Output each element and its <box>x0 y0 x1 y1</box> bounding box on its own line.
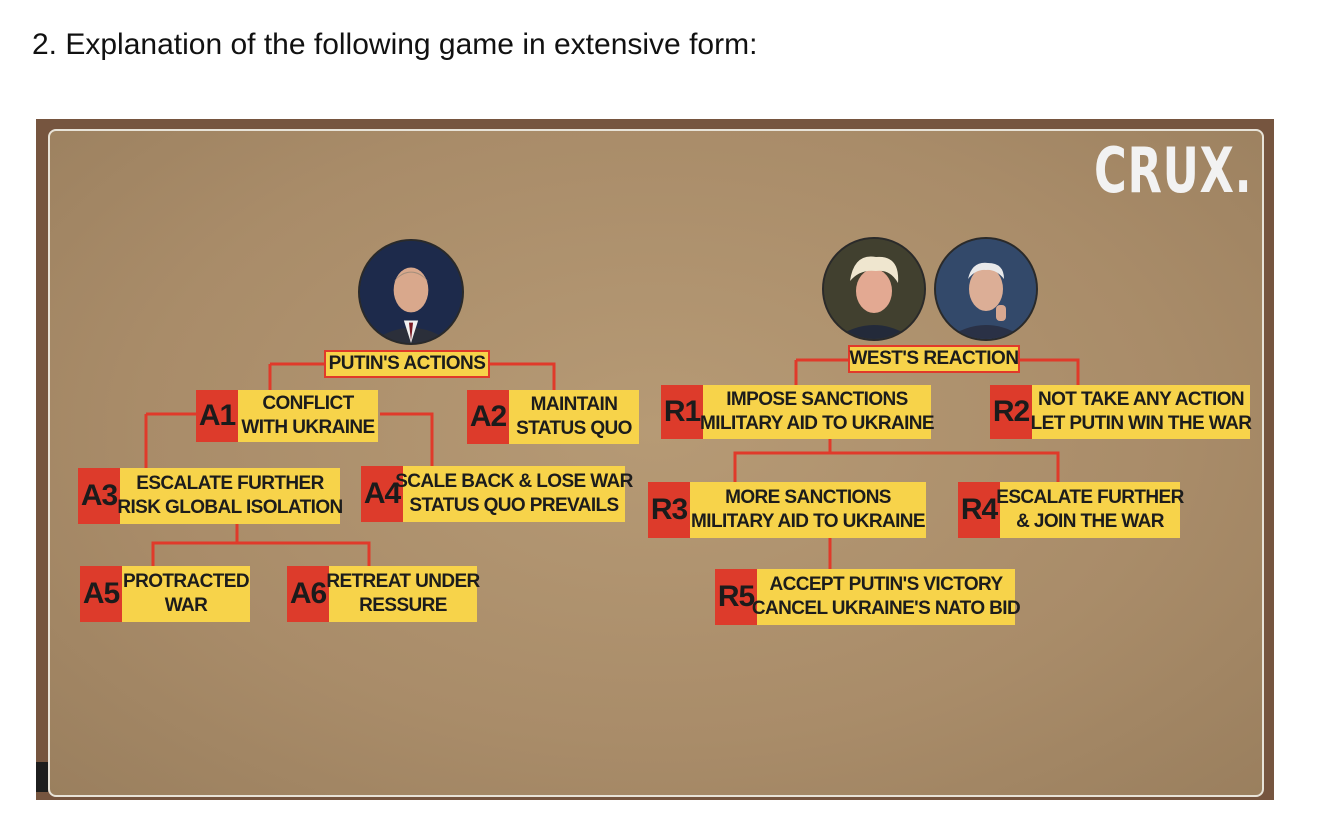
node-label: NOT TAKE ANY ACTION LET PUTIN WIN THE WA… <box>1030 385 1252 439</box>
putin-photo <box>358 239 464 345</box>
node-label-line2: STATUS QUO PREVAILS <box>409 495 619 516</box>
connector-a1-split <box>144 412 434 470</box>
node-a5: A5 PROTRACTED WAR <box>80 566 250 622</box>
node-label-line1: MAINTAIN <box>530 394 618 415</box>
node-tag: A4 <box>361 466 403 522</box>
node-tag: A1 <box>196 390 238 442</box>
node-label-line2: RISK GLOBAL ISOLATION <box>117 497 343 518</box>
node-tag: A3 <box>78 468 120 524</box>
node-tag: A6 <box>287 566 329 622</box>
node-label-line1: ESCALATE FURTHER <box>996 487 1184 508</box>
boris-johnson-photo <box>822 237 926 341</box>
node-label-line1: NOT TAKE ANY ACTION <box>1037 389 1245 410</box>
connector-r1-split <box>733 438 1060 482</box>
page-heading: 2. Explanation of the following game in … <box>32 28 758 61</box>
node-label-line2: WAR <box>164 595 208 616</box>
node-label-line2: RESSURE <box>359 595 447 616</box>
node-label-line1: CONFLICT <box>262 393 354 414</box>
node-label-line2: WITH UKRAINE <box>241 417 375 438</box>
node-label-line2: CANCEL UKRAINE'S NATO BID <box>751 598 1021 619</box>
node-label-line1: RETREAT UNDER <box>326 571 480 592</box>
node-label-line1: SCALE BACK & LOSE WAR <box>395 471 633 492</box>
connector-a3-split <box>151 522 371 568</box>
node-label-line2: LET PUTIN WIN THE WAR <box>1030 413 1252 434</box>
node-tag: R1 <box>661 385 703 439</box>
putin-actions-title: PUTIN'S ACTIONS <box>324 350 490 378</box>
crux-logo: CRUX. <box>1094 134 1253 207</box>
node-tag: A5 <box>80 566 122 622</box>
node-tag: A2 <box>467 390 509 444</box>
node-label: ESCALATE FURTHER & JOIN THE WAR <box>996 482 1184 538</box>
node-label-line2: STATUS QUO <box>516 418 632 439</box>
node-label-line1: IMPOSE SANCTIONS <box>726 389 908 410</box>
node-label-line1: MORE SANCTIONS <box>725 487 891 508</box>
node-tag: R5 <box>715 569 757 625</box>
node-a3: A3 ESCALATE FURTHER RISK GLOBAL ISOLATIO… <box>78 468 343 524</box>
node-a4: A4 SCALE BACK & LOSE WAR STATUS QUO PREV… <box>361 466 633 522</box>
node-label: CONFLICT WITH UKRAINE <box>238 390 378 442</box>
node-a1: A1 CONFLICT WITH UKRAINE <box>196 390 378 442</box>
node-tag: R4 <box>958 482 1000 538</box>
node-r3: R3 MORE SANCTIONS MILITARY AID TO UKRAIN… <box>648 482 926 538</box>
node-label: ESCALATE FURTHER RISK GLOBAL ISOLATION <box>117 468 343 524</box>
node-label-line1: ESCALATE FURTHER <box>136 473 324 494</box>
node-label-line1: PROTRACTED <box>123 571 250 592</box>
node-label: MAINTAIN STATUS QUO <box>509 390 639 444</box>
cardboard-panel <box>48 129 1264 797</box>
putin-portrait-icon <box>360 241 462 343</box>
west-reaction-title: WEST'S REACTION <box>848 345 1020 373</box>
node-r2: R2 NOT TAKE ANY ACTION LET PUTIN WIN THE… <box>990 385 1252 439</box>
johnson-portrait-icon <box>824 239 924 339</box>
node-label: ACCEPT PUTIN'S VICTORY CANCEL UKRAINE'S … <box>752 569 1021 625</box>
node-r4: R4 ESCALATE FURTHER & JOIN THE WAR <box>958 482 1184 538</box>
node-a2: A2 MAINTAIN STATUS QUO <box>467 390 639 444</box>
node-label: IMPOSE SANCTIONS MILITARY AID TO UKRAINE <box>700 385 935 439</box>
node-tag: R3 <box>648 482 690 538</box>
node-label: SCALE BACK & LOSE WAR STATUS QUO PREVAIL… <box>395 466 633 522</box>
node-label: PROTRACTED WAR <box>122 566 250 622</box>
node-label-line2: MILITARY AID TO UKRAINE <box>691 511 926 532</box>
node-a6: A6 RETREAT UNDER RESSURE <box>287 566 480 622</box>
node-label-line1: ACCEPT PUTIN'S VICTORY <box>769 574 1003 595</box>
node-r5: R5 ACCEPT PUTIN'S VICTORY CANCEL UKRAINE… <box>715 569 1021 625</box>
node-tag: R2 <box>990 385 1032 439</box>
node-r1: R1 IMPOSE SANCTIONS MILITARY AID TO UKRA… <box>661 385 935 439</box>
video-corner-marker <box>36 762 48 792</box>
biden-portrait-icon <box>936 239 1036 339</box>
node-label: MORE SANCTIONS MILITARY AID TO UKRAINE <box>690 482 926 538</box>
node-label: RETREAT UNDER RESSURE <box>326 566 480 622</box>
biden-photo <box>934 237 1038 341</box>
node-label-line2: MILITARY AID TO UKRAINE <box>700 413 935 434</box>
node-label-line2: & JOIN THE WAR <box>1016 511 1164 532</box>
